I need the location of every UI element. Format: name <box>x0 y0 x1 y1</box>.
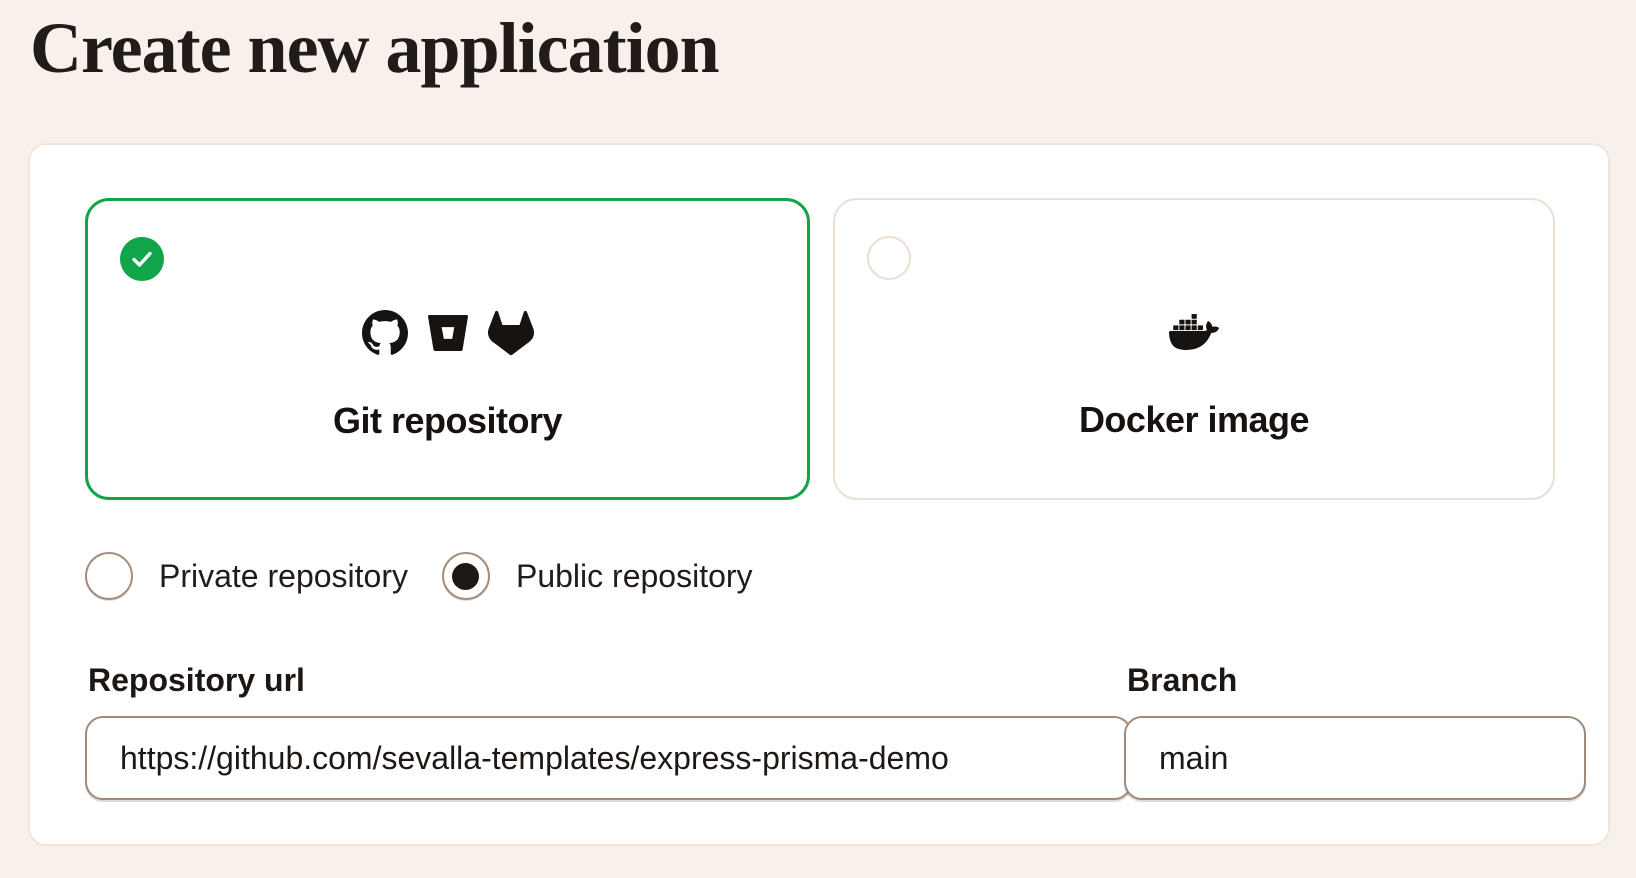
branch-input[interactable] <box>1124 716 1586 800</box>
source-card-git-repository[interactable]: Git repository <box>85 198 810 500</box>
git-repository-card-label: Git repository <box>332 400 563 441</box>
unselected-circle-icon <box>867 236 911 280</box>
docker-image-card-label: Docker image <box>1078 399 1310 440</box>
radio-private-label: Private repository <box>159 557 408 594</box>
bitbucket-icon <box>427 315 468 351</box>
branch-label: Branch <box>1127 662 1238 698</box>
radio-unchecked-icon <box>85 552 133 600</box>
radio-private-repository[interactable]: Private repository <box>85 552 408 600</box>
radio-checked-icon <box>441 552 490 600</box>
docker-icons <box>835 308 1553 356</box>
radio-public-repository[interactable]: Public repository <box>441 552 753 600</box>
gitlab-icon <box>487 310 534 356</box>
github-icon <box>361 310 408 355</box>
git-providers-icons <box>88 309 807 357</box>
repository-url-field-group: Repository url <box>85 662 1132 800</box>
application-source-panel: Git repository Docker image Private repo… <box>28 143 1610 846</box>
source-card-docker-image[interactable]: Docker image <box>833 198 1555 500</box>
branch-field-group: Branch <box>1124 662 1586 800</box>
repository-url-label: Repository url <box>88 662 305 698</box>
checkmark-glyph <box>132 251 152 267</box>
repository-visibility-options: Private repository Public repository <box>85 552 753 600</box>
docker-icon <box>1169 314 1219 350</box>
check-icon <box>120 237 164 281</box>
radio-dot <box>452 562 480 590</box>
page-title: Create new application <box>30 8 720 88</box>
radio-public-label: Public repository <box>515 557 753 594</box>
repository-url-input[interactable] <box>85 716 1132 800</box>
